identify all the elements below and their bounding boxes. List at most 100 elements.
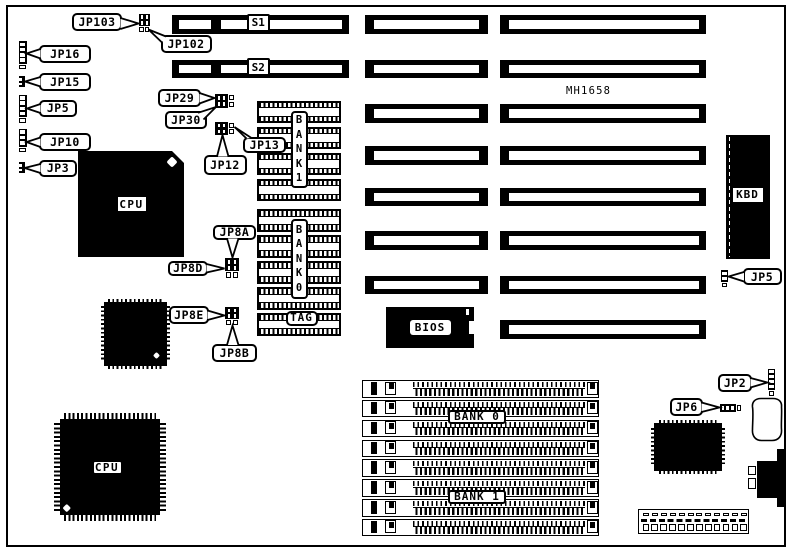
power-connector-pin2 — [748, 478, 756, 489]
simm-pins-lower — [413, 387, 585, 396]
callout-jp102: JP102 — [160, 34, 212, 53]
cpu-secondary-pins-left — [54, 423, 60, 511]
jumper-jp2-pin — [769, 385, 774, 389]
jumper-jp2930 — [215, 94, 228, 108]
simm-clip-right-mark — [590, 402, 595, 409]
isa-slot-row4-right — [499, 146, 706, 165]
jumper-jp8eb — [225, 307, 239, 320]
isa-slot-row4-mid — [365, 146, 488, 165]
jumper-jp2930-pin — [217, 95, 220, 100]
cpu-main-label: CPU — [117, 197, 146, 211]
callout-jp8a: JP8A — [213, 224, 256, 240]
jumper-jp8ad — [225, 258, 239, 272]
jumper-jp3-pin — [19, 168, 23, 172]
bottom-connector-hole — [695, 523, 703, 531]
cache-bank0-label-letter: B — [295, 223, 303, 236]
isa-slot-row2-mid-contact — [374, 64, 479, 73]
power-connector-pin1 — [748, 466, 756, 475]
jumper-jp2930-pin — [222, 102, 225, 107]
simm-clip-left-mark — [389, 402, 394, 409]
jumper-jp103-open-pin-a — [139, 27, 144, 33]
memory-bank0-label: BANK 0 — [448, 409, 506, 424]
plcc-ticks-right — [166, 306, 170, 361]
jumper-jp8ad-pin — [233, 265, 236, 270]
bottom-connector-blade — [660, 512, 667, 516]
jumper-jp8eb-pin — [227, 308, 230, 313]
bottom-connector-blade — [732, 512, 738, 516]
isa-slot-row2-left-contact — [221, 64, 342, 73]
bios-label: BIOS — [409, 319, 451, 335]
isa-slot-row2-mid — [365, 59, 488, 78]
jumper-jp6-pin — [731, 405, 734, 410]
simm-pins-upper — [413, 461, 585, 467]
bottom-connector-blade — [678, 512, 685, 516]
jumper-jp8ad-pin — [233, 259, 236, 264]
cache-bank1-label-letter: K — [295, 157, 303, 170]
cache-bank1-label-letter: B — [295, 114, 303, 127]
cache-bank1-label-letter: A — [295, 128, 303, 141]
cache-chip-bank0-1-pins — [257, 209, 341, 217]
jumper-jp2-pin — [769, 370, 774, 374]
isa-slot-row5-right-contact — [509, 192, 699, 201]
callout-jp29: JP29 — [158, 89, 201, 107]
jumper-jp5-right-open-pin — [721, 282, 728, 287]
board-outline — [6, 5, 786, 547]
simm-pins-upper — [413, 441, 585, 447]
jumper-jp16-pin — [20, 53, 25, 57]
bios-chip-notch2 — [466, 309, 469, 315]
jumper-jp16-pin — [20, 47, 25, 52]
jumper-jp5-left-pin — [20, 96, 25, 100]
jumper-jp2-pin — [769, 380, 774, 384]
cache-bank0-label-letter: K — [295, 267, 303, 280]
simm-clip-right-mark — [590, 462, 595, 469]
bottom-connector-hole — [678, 523, 685, 531]
isa-slot-row6-mid — [365, 231, 488, 250]
isa-slot-row3-right — [499, 104, 706, 123]
jumper-jp8eb-open-pin-b — [232, 320, 239, 326]
jumper-jp10 — [18, 128, 27, 147]
isa-slot-row6-right-contact — [509, 236, 699, 245]
simm-pins-upper — [413, 382, 585, 387]
simm-clip-right-mark — [590, 502, 595, 509]
isa-slot-row8-right — [499, 320, 706, 339]
bottom-connector-blade — [669, 512, 676, 516]
bottom-connector — [637, 509, 749, 534]
jumper-jp1213-pin — [222, 123, 226, 128]
simm-endbar — [371, 501, 377, 514]
bottom-connector-hole — [740, 523, 748, 531]
plcc-ticks-bottom — [108, 366, 162, 369]
simm-endbar — [371, 401, 377, 415]
bottom-connector-hole — [713, 523, 721, 531]
jumper-jp103-pin — [140, 15, 143, 19]
plcc-ticks-top — [108, 298, 162, 302]
keyboard-label: KBD — [732, 188, 763, 202]
simm-pins-upper — [413, 520, 585, 526]
jumper-jp103-pin — [145, 21, 148, 25]
jumper-jp5-right-pin — [722, 271, 727, 275]
jumper-jp1213-open-pin-b — [229, 129, 235, 135]
callout-jp12: JP12 — [203, 155, 247, 175]
memory-bank1-label: BANK 1 — [448, 489, 506, 504]
isa-slot-row3-mid — [365, 104, 488, 123]
cache-bank1-label-letter: N — [295, 143, 303, 156]
slot-label-s1: S1 — [247, 13, 270, 32]
simm-endbar — [371, 441, 377, 455]
jumper-jp5-right-pin — [722, 276, 727, 280]
isa-slot-row2-left-contact — [178, 64, 211, 73]
jumper-jp1213-pin — [217, 129, 220, 134]
isa-slot-row4-right-contact — [509, 151, 699, 160]
bottom-connector-hole — [669, 523, 676, 531]
simm-pins-lower — [413, 427, 585, 436]
bottom-connector-blade — [723, 512, 730, 516]
jumper-jp8ad-pin — [227, 259, 230, 264]
isa-slot-row1-left-contact — [178, 20, 211, 29]
jumper-jp15-pin — [19, 78, 23, 81]
power-connector-tab-top — [777, 448, 786, 461]
bottom-connector-hole — [651, 523, 659, 531]
io-chip-ticks-left — [651, 428, 654, 466]
bottom-connector-hole — [722, 523, 730, 531]
jumper-jp5-left-open-pin — [19, 118, 26, 123]
jumper-jp1213-pin — [217, 123, 220, 128]
oscillator-outline — [751, 397, 783, 442]
